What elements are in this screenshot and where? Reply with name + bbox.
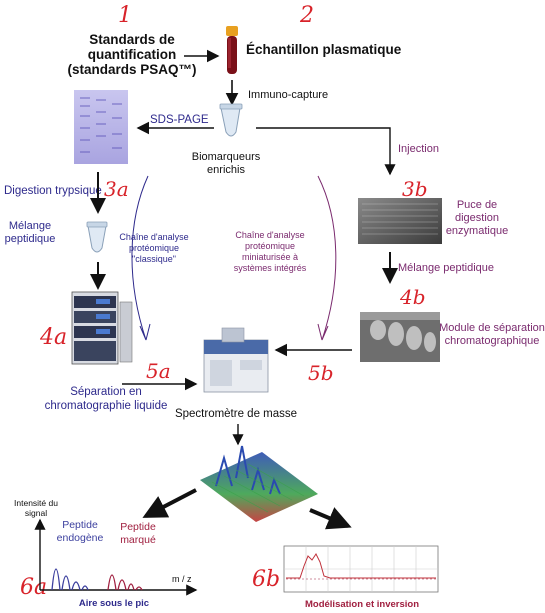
endogenous-peptide-label-1: Peptide xyxy=(62,519,98,531)
arrow-map-to-model xyxy=(309,507,352,530)
standards-label-1: Standards de xyxy=(89,32,175,47)
step-4b: 4b xyxy=(399,285,426,309)
peak-area-label: Aire sous le pic xyxy=(79,598,149,609)
mini-chain-label-2: protéomique xyxy=(245,241,295,251)
step-4a: 4a xyxy=(39,325,67,350)
classic-chain-label-3: "classique" xyxy=(132,254,176,264)
endogenous-peptide-label-2: endogène xyxy=(57,532,104,544)
ms-label: Spectromètre de masse xyxy=(175,408,297,420)
modeling-plot xyxy=(283,545,439,593)
modeling-label: Modélisation et inversion xyxy=(305,599,419,610)
peptide-mix-b-label: Mélange peptidique xyxy=(398,262,494,274)
step-3a: 3a xyxy=(104,177,129,201)
separation-module-label-2: chromatographique xyxy=(445,335,540,347)
biomarkers-label-2: enrichis xyxy=(207,164,245,176)
sample-label: Échantillon plasmatique xyxy=(246,42,402,57)
classic-chain-label-1: Chaîne d'analyse xyxy=(119,232,188,242)
lc-system-image xyxy=(71,291,133,365)
chip-label-1: Puce de xyxy=(457,199,497,211)
step-5b: 5b xyxy=(308,361,334,385)
sds-page-label: SDS-PAGE xyxy=(150,114,209,126)
eppendorf-tube-icon-2 xyxy=(86,221,108,253)
mass-spectrometer-image xyxy=(203,327,269,393)
mini-chain-bracket xyxy=(317,175,337,341)
arrow-map-to-quant xyxy=(142,488,197,518)
digestion-chip-image xyxy=(358,198,442,244)
sds-page-gel-image xyxy=(74,90,128,164)
intensity-label-1: Intensité du xyxy=(14,498,58,508)
step-2: 2 xyxy=(299,3,314,28)
injection-label: Injection xyxy=(398,143,439,155)
intensity-label-2: signal xyxy=(25,508,47,518)
classic-chain-label-2: protéomique xyxy=(129,243,179,253)
chip-label-3: enzymatique xyxy=(446,225,508,237)
mini-chain-label-4: systèmes intégrés xyxy=(234,263,307,273)
mz-label: m / z xyxy=(172,574,192,584)
immuno-label: Immuno-capture xyxy=(248,89,328,101)
classic-chain-bracket xyxy=(131,175,151,341)
peptide-mix-label-2: peptidique xyxy=(5,233,56,245)
digestion-trypsic-label: Digestion trypsique xyxy=(4,185,102,197)
standards-label-3: (standards PSAQ™) xyxy=(67,62,196,77)
mini-chain-label-3: miniaturisée à xyxy=(242,252,298,262)
biomarkers-label-1: Biomarqueurs xyxy=(192,151,261,163)
eppendorf-tube-icon xyxy=(219,103,243,137)
lc-separation-label-2: chromatographie liquide xyxy=(45,400,168,412)
labeled-peptide-label-2: marqué xyxy=(120,534,156,546)
step-3b: 3b xyxy=(402,177,428,201)
step-5a: 5a xyxy=(146,359,171,383)
chip-label-2: digestion xyxy=(455,212,499,224)
standards-label-2: quantification xyxy=(88,47,177,62)
peptide-mix-label-1: Mélange xyxy=(9,220,51,232)
spectrum-peaks xyxy=(51,568,143,591)
separation-module-image xyxy=(360,312,440,362)
blood-tube-icon xyxy=(226,26,238,74)
step-6b: 6b xyxy=(252,567,280,592)
lcms-3d-map-image xyxy=(200,445,318,522)
labeled-peptide-label-1: Peptide xyxy=(120,521,156,533)
lc-separation-label-1: Séparation en xyxy=(70,386,142,398)
mini-chain-label-1: Chaîne d'analyse xyxy=(235,230,304,240)
step-1: 1 xyxy=(118,3,132,28)
arrow-injection xyxy=(256,127,396,176)
step-6a: 6a xyxy=(20,575,47,600)
separation-module-label-1: Module de séparation xyxy=(439,322,545,334)
